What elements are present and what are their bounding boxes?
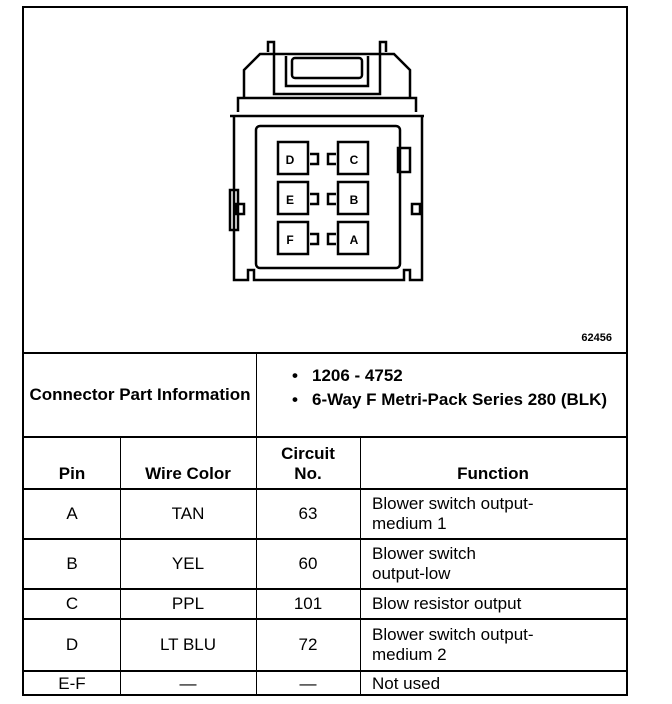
header-function: Function (457, 463, 529, 483)
table-row-function: Blower switch output-medium 2 (372, 624, 534, 664)
header-pin: Pin (58, 463, 86, 483)
connector-type-item: •6-Way F Metri-Pack Series 280 (BLK) (292, 389, 608, 409)
table-row-wire: TAN (171, 503, 205, 523)
divider (24, 588, 626, 590)
divider (24, 618, 626, 620)
table-row-pin: A (66, 503, 78, 523)
table-row-circuit: 63 (298, 503, 318, 523)
pin-label-b: B (350, 193, 359, 207)
table-row-pin: B (66, 553, 78, 573)
part-number-item: •1206 - 4752 (292, 366, 403, 385)
divider (24, 352, 626, 354)
pin-label-e: E (286, 193, 294, 207)
part-info-heading: Connector Part Information (29, 384, 251, 404)
connector-info-sheet: D C E B F A 62456 Connector Part Informa… (22, 6, 628, 696)
header-wire-color: Wire Color (145, 463, 231, 483)
divider (24, 436, 626, 438)
divider (24, 538, 626, 540)
figure-id: 62456 (581, 332, 612, 344)
table-row-function: Blower switch output-medium 1 (372, 493, 534, 533)
part-info-bullets: •1206 - 4752 •6-Way F Metri-Pack Series … (292, 366, 612, 409)
divider (256, 354, 257, 436)
header-circuit-no: Circuit No. (281, 443, 335, 483)
divider (24, 488, 626, 490)
table-row-pin: C (65, 593, 79, 613)
table-row-circuit: — (299, 673, 317, 693)
table-row-circuit: 101 (293, 593, 323, 613)
connector-face-diagram: D C E B F A (228, 40, 424, 282)
table-row-circuit: 72 (298, 634, 318, 654)
table-row-function: Blow resistor output (372, 593, 522, 613)
divider (256, 436, 257, 696)
table-row-circuit: 60 (298, 553, 318, 573)
pin-label-c: C (350, 153, 359, 167)
table-row-function: Blower switch output-low (372, 543, 476, 583)
pin-label-d: D (286, 153, 295, 167)
divider (120, 436, 121, 696)
table-row-pin: E-F (58, 673, 86, 693)
table-row-wire: PPL (171, 593, 205, 613)
table-row-function: Not used (372, 673, 441, 693)
table-row-wire: YEL (171, 553, 205, 573)
divider (360, 436, 361, 696)
table-row-wire: LT BLU (159, 634, 217, 654)
table-row-pin: D (65, 634, 79, 654)
pin-label-f: F (286, 233, 293, 247)
divider (24, 670, 626, 672)
table-row-wire: — (179, 673, 197, 693)
pin-label-a: A (350, 233, 359, 247)
